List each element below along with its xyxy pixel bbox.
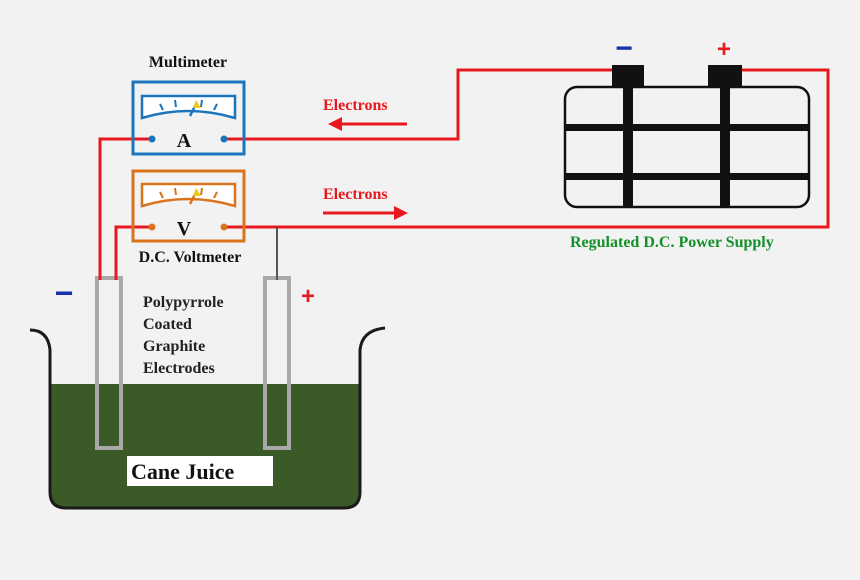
power-supply-bar-top (565, 124, 809, 131)
power-supply-post-positive (720, 87, 730, 207)
wire-multimeter-to-power-negative (224, 68, 614, 141)
wire-voltmeter-to-power-positive (224, 68, 830, 229)
voltmeter-needle-tip (193, 188, 201, 196)
multimeter-needle-tip (193, 100, 201, 108)
electrons-arrow-right (323, 206, 408, 220)
multimeter-left-terminal (148, 135, 156, 143)
electrons-label-top: Electrons (323, 97, 388, 114)
positive-electrode-sign: + (301, 283, 315, 310)
electrodes-description-line: Electrodes (143, 360, 215, 377)
multimeter-dial-ticks (159, 99, 218, 111)
multimeter-right-terminal (220, 135, 228, 143)
voltmeter-right-terminal (220, 223, 228, 231)
voltmeter-label: D.C. Voltmeter (139, 249, 242, 266)
power-supply-positive-terminal (708, 65, 742, 87)
beaker-outline (29, 326, 386, 510)
multimeter-symbol: A (177, 130, 192, 152)
power-supply-minus-sign: − (615, 32, 633, 65)
power-supply (563, 65, 811, 209)
power-supply-label: Regulated D.C. Power Supply (570, 234, 774, 251)
negative-electrode (95, 276, 123, 450)
cane-juice-label-box (127, 456, 273, 486)
multimeter: A (131, 80, 246, 156)
electrons-arrow-left (328, 117, 407, 131)
power-supply-negative-terminal (612, 65, 644, 87)
electrodes-description: Polypyrrole Coated Graphite Electrodes (143, 294, 224, 377)
voltmeter-body (131, 169, 246, 243)
voltmeter: V (131, 169, 246, 243)
wires (98, 68, 830, 280)
electrodes-description-line: Graphite (143, 338, 205, 355)
electrodes-description-line: Coated (143, 316, 192, 333)
voltmeter-symbol: V (177, 218, 192, 240)
voltmeter-left-terminal (148, 223, 156, 231)
wire-multimeter-to-negative-electrode (98, 137, 152, 280)
power-supply-plus-sign: + (717, 36, 731, 63)
negative-electrode-sign: − (55, 275, 74, 311)
multimeter-body (131, 80, 246, 156)
power-supply-body (563, 85, 811, 209)
wire-voltmeter-to-negative-electrode (114, 225, 152, 280)
power-supply-bar-bottom (565, 173, 809, 180)
voltmeter-dial-ticks (159, 187, 218, 199)
power-supply-post-negative (623, 87, 633, 207)
cane-juice-label: Cane Juice (131, 459, 235, 484)
electrodes-description-line: Polypyrrole (143, 294, 224, 311)
multimeter-dial (140, 94, 237, 120)
multimeter-label: Multimeter (149, 54, 227, 71)
electrons-label-bottom: Electrons (323, 186, 388, 203)
voltmeter-dial (140, 182, 237, 208)
